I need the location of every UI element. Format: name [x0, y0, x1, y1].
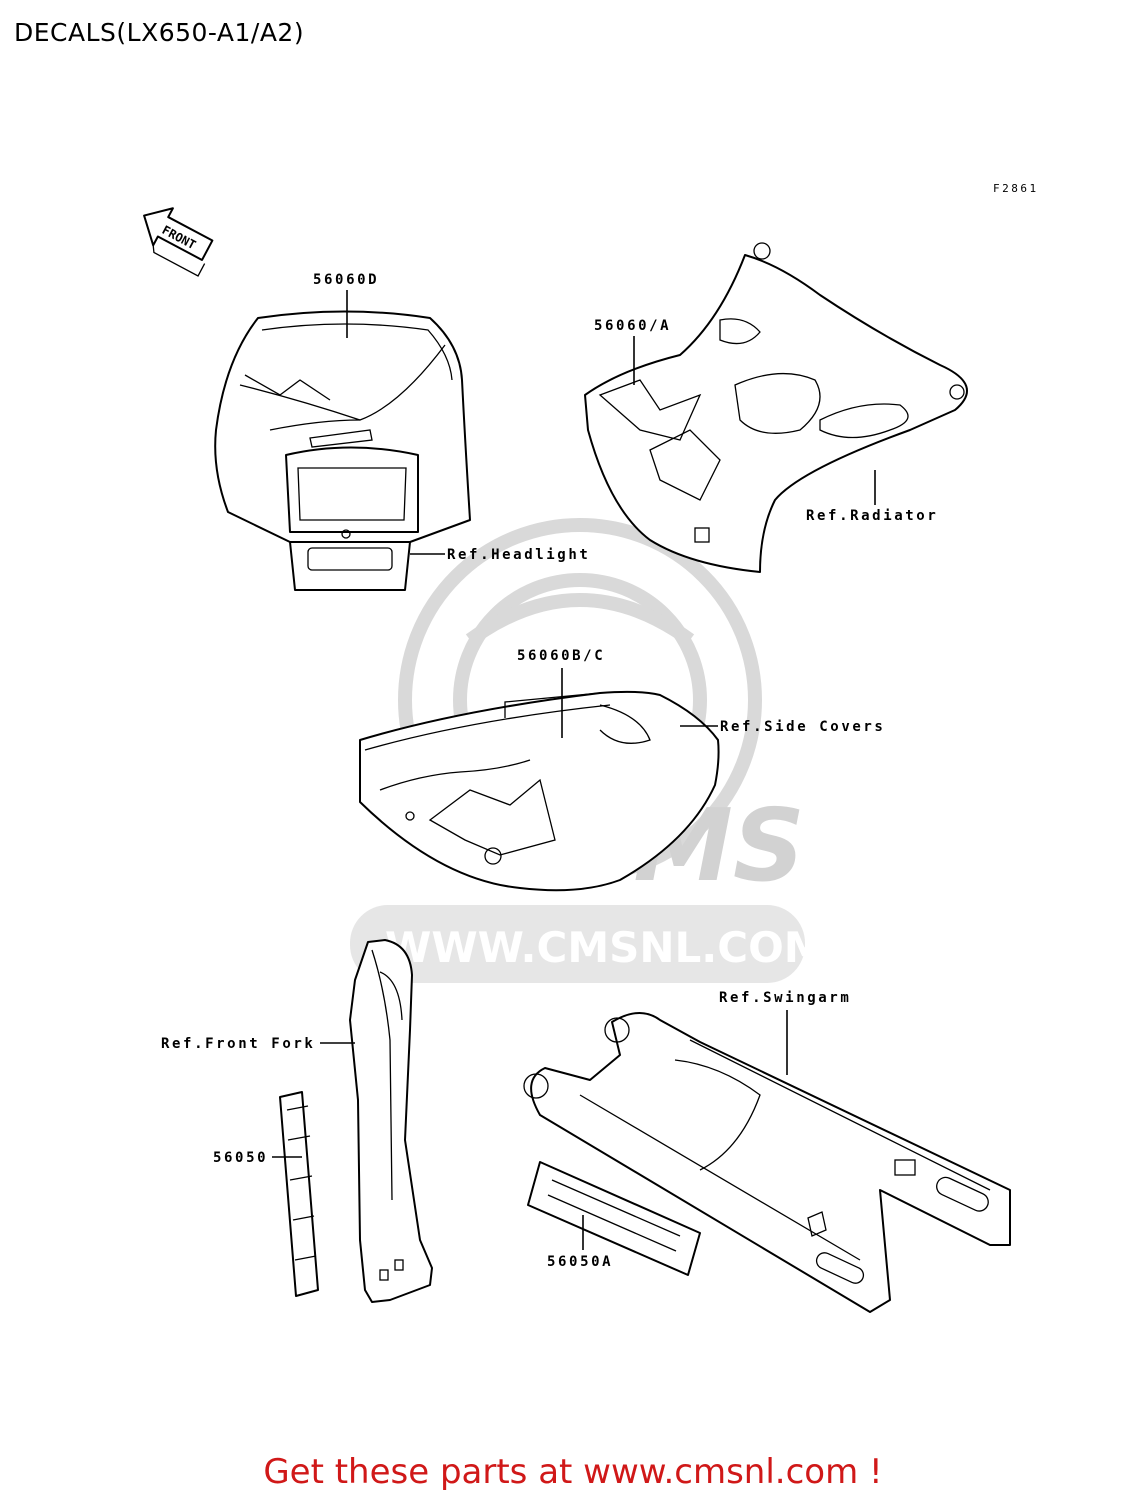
- callout-56060D: 56060D: [313, 272, 379, 288]
- swingarm-decal: [527, 1161, 701, 1276]
- ref-headlight: Ref.Headlight: [447, 547, 590, 563]
- watermark-url: WWW.CMSNL.COM: [385, 923, 826, 972]
- callout-56050A: 56050A: [547, 1254, 613, 1270]
- callout-56050: 56050: [213, 1150, 268, 1166]
- footer-cta[interactable]: Get these parts at www.cmsnl.com !: [263, 1452, 883, 1492]
- ref-radiator: Ref.Radiator: [806, 508, 938, 524]
- callout-56060BC: 56060B/C: [517, 648, 605, 664]
- ref-side-covers: Ref.Side Covers: [720, 719, 885, 735]
- ref-swingarm: Ref.Swingarm: [719, 990, 851, 1006]
- figure-code: F2861: [993, 182, 1039, 195]
- radiator-shroud: [584, 242, 968, 573]
- side-cover: [359, 690, 720, 892]
- front-direction-arrow: FRONT: [143, 207, 214, 277]
- callout-56060A: 56060/A: [594, 318, 671, 334]
- fork-decal: [279, 1091, 319, 1297]
- ref-front-fork: Ref.Front Fork: [161, 1036, 315, 1052]
- page-title: DECALS(LX650-A1/A2): [14, 18, 305, 47]
- front-fork-guard: [349, 939, 433, 1303]
- swingarm: [523, 1012, 1011, 1313]
- headlight-cowl: [214, 310, 471, 591]
